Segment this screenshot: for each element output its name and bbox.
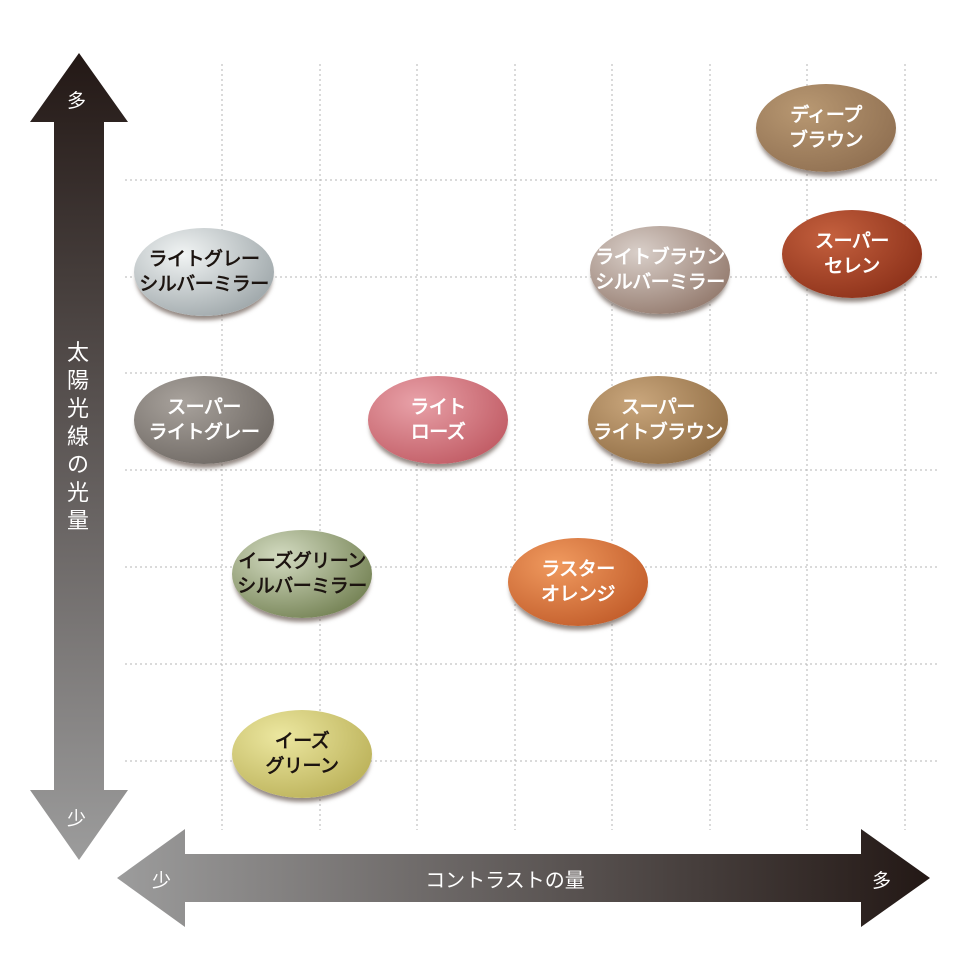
y-axis-top-label: 多 <box>67 90 87 112</box>
y-axis-title-char: 線 <box>66 425 89 450</box>
lens-body <box>756 84 896 172</box>
lens-label-line1: ディープ <box>790 104 862 126</box>
lens-label-line2: ブラウン <box>788 129 864 151</box>
y-axis-title: 太 陽 光 線 の 光 量 <box>60 340 96 536</box>
lens-label-line1: ラスター <box>541 558 615 580</box>
lens-label-line1: スーパー <box>621 396 695 418</box>
lens-label-line1: スーパー <box>815 230 889 252</box>
lens-label: スーパー ライトグレー <box>134 376 274 464</box>
lens-super-selen: スーパー セレン <box>782 210 922 298</box>
lens-label-line1: ライトグレー <box>148 248 260 270</box>
lens-label-line1: イーズグリーン <box>238 550 366 572</box>
lens-deep-brown: ディープ ブラウン <box>756 84 896 172</box>
lens-body <box>232 710 372 798</box>
lens-label-line1: イーズ <box>274 730 330 752</box>
lens-raster-orange: ラスター オレンジ <box>508 538 648 626</box>
lens-label-line2: ライトグレー <box>148 421 260 443</box>
lens-super-light-gray: スーパー ライトグレー <box>134 376 274 464</box>
lens-label-line1: ライトブラウン <box>595 246 725 268</box>
lens-body <box>590 226 730 314</box>
lens-super-light-brown: スーパー ライトブラウン <box>588 376 728 464</box>
y-axis-title-char: 量 <box>66 509 89 534</box>
y-axis-title-char: 陽 <box>66 369 89 394</box>
lens-label-line2: シルバーミラー <box>237 575 367 597</box>
lens-body <box>588 376 728 464</box>
lens-label: ライト ローズ <box>368 376 508 464</box>
lens-light-rose: ライト ローズ <box>368 376 508 464</box>
y-axis-title-char: 光 <box>66 481 89 506</box>
lens-label-line2: シルバーミラー <box>595 271 725 293</box>
lens-label: スーパー セレン <box>782 210 922 298</box>
lens-body <box>508 538 648 626</box>
lens-ease-green-silver-mirror: イーズグリーン シルバーミラー <box>232 530 372 618</box>
lens-light-gray-silver-mirror: ライトグレー シルバーミラー <box>134 228 274 316</box>
lens-body <box>368 376 508 464</box>
lens-label-line2: シルバーミラー <box>139 273 269 295</box>
lens-label-line2: オレンジ <box>540 583 616 605</box>
lens-label: イーズ グリーン <box>232 710 372 798</box>
lens-label: イーズグリーン シルバーミラー <box>232 530 372 618</box>
x-axis-right-label: 多 <box>872 870 892 892</box>
lens-label-line2: グリーン <box>265 755 339 777</box>
y-axis-bottom-label: 少 <box>67 808 87 830</box>
lens-label: ディープ ブラウン <box>756 84 896 172</box>
lens-body <box>232 530 372 618</box>
lens-body <box>134 376 274 464</box>
y-axis-title-char: 光 <box>66 397 89 422</box>
lens-light-brown-silver-mirror: ライトブラウン シルバーミラー <box>590 226 730 314</box>
lens-body <box>134 228 274 316</box>
lens-label-line1: スーパー <box>167 396 241 418</box>
x-axis-left-label: 少 <box>152 870 172 892</box>
y-axis-title-char: の <box>66 453 89 478</box>
x-axis-arrow <box>117 829 930 927</box>
y-axis-title-char: 太 <box>66 341 89 366</box>
lens-body <box>782 210 922 298</box>
x-axis-title: コントラストの量 <box>425 868 585 892</box>
lens-ease-green: イーズ グリーン <box>232 710 372 798</box>
lens-label-line2: ローズ <box>410 421 466 443</box>
lens-label-line2: ライトブラウン <box>593 421 723 443</box>
lens-label-line2: セレン <box>824 255 880 277</box>
y-axis-arrow <box>30 53 128 860</box>
lens-label: ラスター オレンジ <box>508 538 648 626</box>
lens-label-line1: ライト <box>410 396 466 418</box>
lens-label: スーパー ライトブラウン <box>588 376 728 464</box>
lens-label: ライトグレー シルバーミラー <box>134 228 274 316</box>
lens-label: ライトブラウン シルバーミラー <box>590 226 730 314</box>
